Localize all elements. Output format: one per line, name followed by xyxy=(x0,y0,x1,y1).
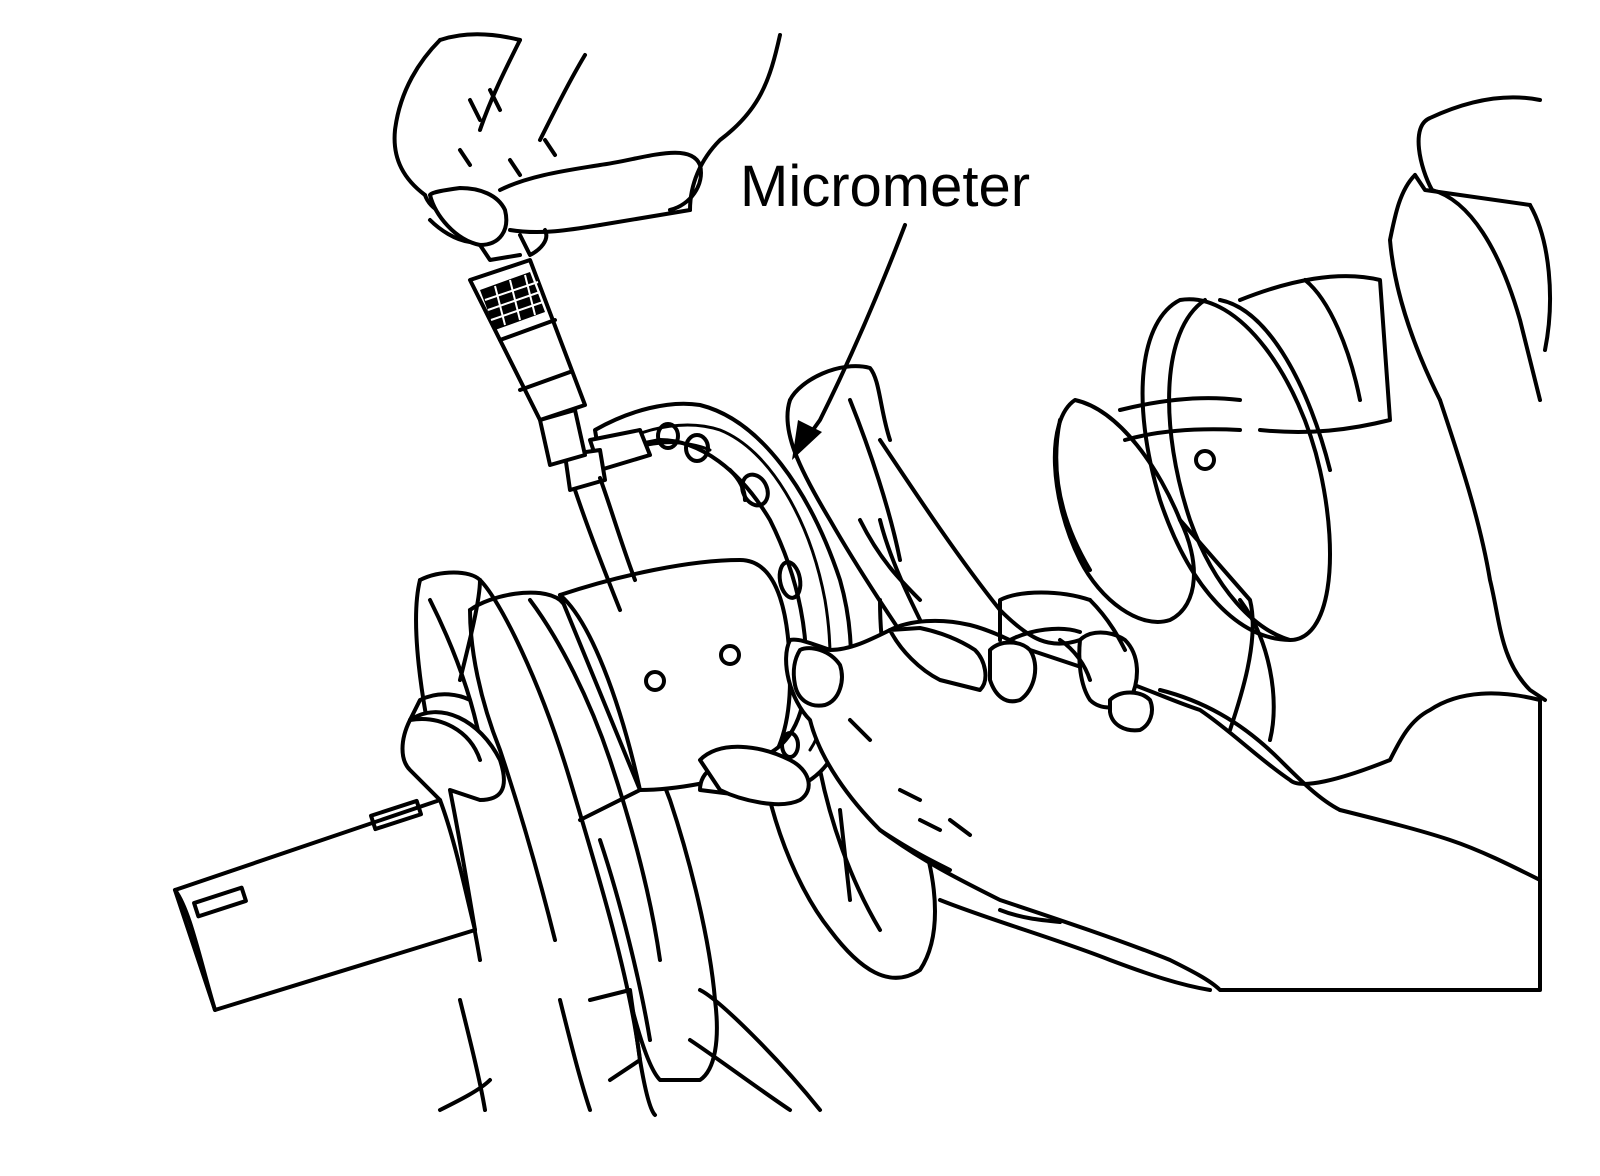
micrometer-tool xyxy=(468,258,853,807)
callout-leader-line xyxy=(798,223,907,450)
upper-hand xyxy=(392,32,782,262)
micrometer-callout: Micrometer xyxy=(740,154,1030,460)
callout-arrowhead xyxy=(792,420,822,460)
micrometer-label: Micrometer xyxy=(740,154,1030,219)
crankshaft-rear-section xyxy=(1052,95,1552,742)
crankshaft-snout xyxy=(173,692,506,1012)
crankshaft-front-section xyxy=(414,558,822,1117)
lower-hand xyxy=(784,590,1542,992)
knurled-thimble-grip xyxy=(480,272,545,330)
